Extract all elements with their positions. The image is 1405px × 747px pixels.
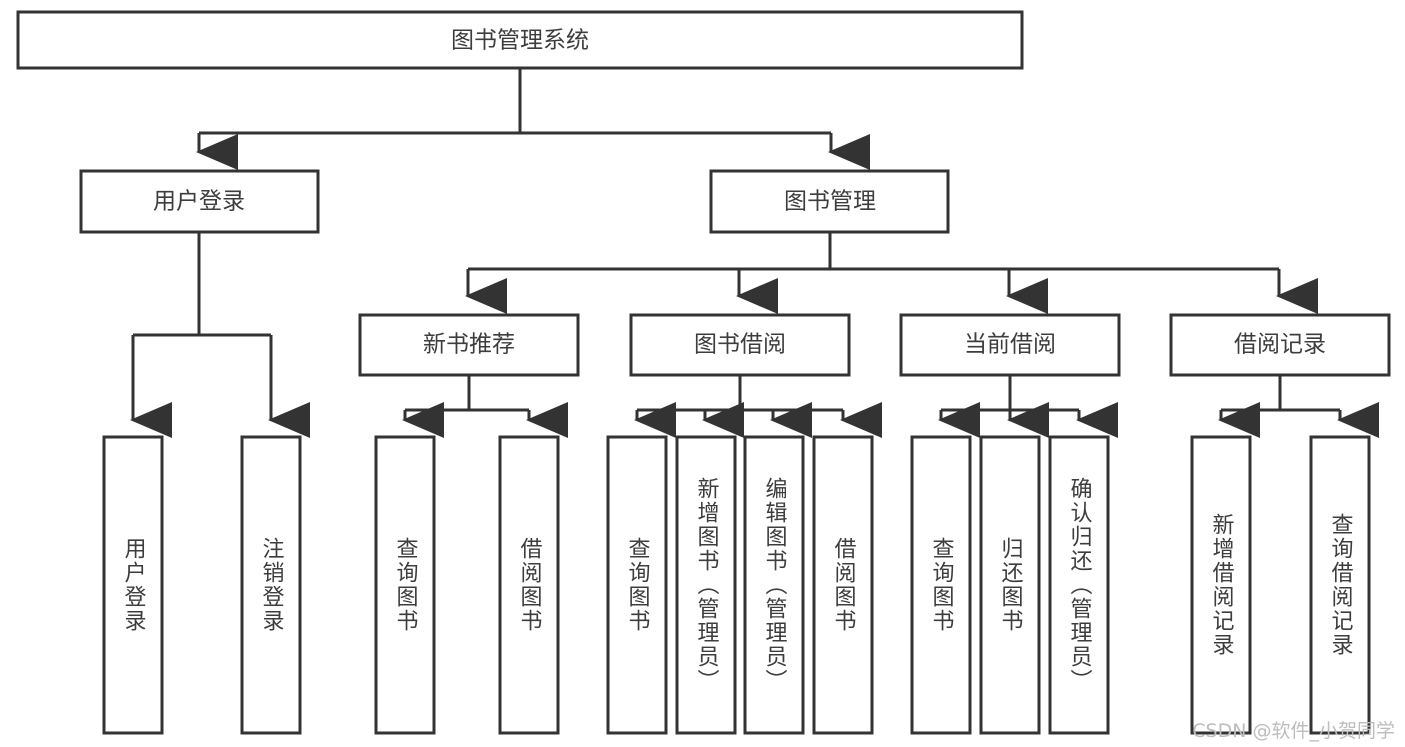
leaf-label: 借阅图书 [517, 537, 543, 633]
node-book-manage-label: 图书管理 [784, 189, 876, 215]
edge-borrow-record-to-leaves [1218, 375, 1379, 438]
node-new-book-recommend-label: 新书推荐 [423, 332, 515, 358]
leaf-box [1190, 435, 1252, 735]
leaf-box [240, 435, 302, 735]
leaf-box [1309, 435, 1371, 735]
leaf-box [606, 435, 668, 735]
leaf-user-login-1[interactable]: 注销登录 [240, 435, 302, 735]
leaf-box [910, 435, 972, 735]
edge-user-login-to-leaves [130, 232, 310, 438]
node-current-borrow[interactable]: 当前借阅 [899, 313, 1121, 377]
leaf-box [498, 435, 560, 735]
node-book-borrow-label: 图书借阅 [694, 332, 786, 358]
leaf-box [102, 435, 164, 735]
leaf-new-book-recommend-0[interactable]: 查询图书 [374, 435, 436, 735]
leaf-label: 确认归还（管理员） [1067, 477, 1093, 693]
leaf-label: 查询图书 [929, 537, 955, 633]
node-new-book-recommend[interactable]: 新书推荐 [358, 313, 580, 377]
node-root-label: 图书管理系统 [451, 28, 589, 54]
leaf-label: 注销登录 [259, 537, 285, 633]
leaf-user-login-0[interactable]: 用户登录 [102, 435, 164, 735]
leaf-borrow-record-0[interactable]: 新增借阅记录 [1190, 435, 1252, 735]
leaf-book-borrow-3[interactable]: 借阅图书 [812, 435, 874, 735]
csdn-watermark: CSDN @软件_小贺同学 [1192, 720, 1395, 742]
leaf-current-borrow-2[interactable]: 确认归还（管理员） [1048, 435, 1110, 735]
node-new-book-recommend-box [358, 313, 580, 377]
edge-current-borrow-to-leaves [938, 375, 1118, 438]
edge-book-borrow-to-leaves [634, 375, 882, 438]
leaf-borrow-record-1[interactable]: 查询借阅记录 [1309, 435, 1371, 735]
leaf-box [1048, 435, 1110, 735]
edge-new-book-recommend-to-leaves [402, 375, 568, 438]
leaf-label: 查询图书 [625, 537, 651, 633]
node-borrow-record-label: 借阅记录 [1234, 332, 1326, 358]
node-root-box [16, 10, 1024, 70]
leaf-book-borrow-1[interactable]: 新增图书（管理员） [675, 435, 737, 735]
leaf-label: 查询图书 [393, 537, 419, 633]
leaf-box [374, 435, 436, 735]
leaf-label: 归还图书 [998, 537, 1024, 633]
node-current-borrow-box [899, 313, 1121, 377]
node-root[interactable]: 图书管理系统 [16, 10, 1024, 70]
leaf-label: 编辑图书（管理员） [762, 477, 788, 693]
leaf-label: 新增借阅记录 [1209, 513, 1235, 657]
leaf-box [979, 435, 1041, 735]
leaf-label: 查询借阅记录 [1328, 513, 1354, 657]
node-book-borrow[interactable]: 图书借阅 [629, 313, 851, 377]
edge-root-to-level2 [196, 68, 870, 170]
leaf-box [675, 435, 737, 735]
leaf-book-borrow-0[interactable]: 查询图书 [606, 435, 668, 735]
node-current-borrow-label: 当前借阅 [964, 332, 1056, 358]
edge-book-manage-to-level3 [465, 232, 1318, 314]
leaf-label: 用户登录 [121, 537, 147, 633]
leaf-label: 新增图书（管理员） [694, 477, 720, 693]
node-user-login-label: 用户登录 [153, 189, 245, 215]
leaf-box [812, 435, 874, 735]
leaf-current-borrow-0[interactable]: 查询图书 [910, 435, 972, 735]
node-borrow-record[interactable]: 借阅记录 [1169, 313, 1391, 377]
node-book-manage[interactable]: 图书管理 [709, 169, 950, 234]
leaf-box [743, 435, 805, 735]
leaf-label: 借阅图书 [831, 537, 857, 633]
leaf-book-borrow-2[interactable]: 编辑图书（管理员） [743, 435, 805, 735]
node-user-login[interactable]: 用户登录 [79, 169, 320, 234]
leaf-current-borrow-1[interactable]: 归还图书 [979, 435, 1041, 735]
node-user-login-box [79, 169, 320, 234]
leaf-new-book-recommend-1[interactable]: 借阅图书 [498, 435, 560, 735]
